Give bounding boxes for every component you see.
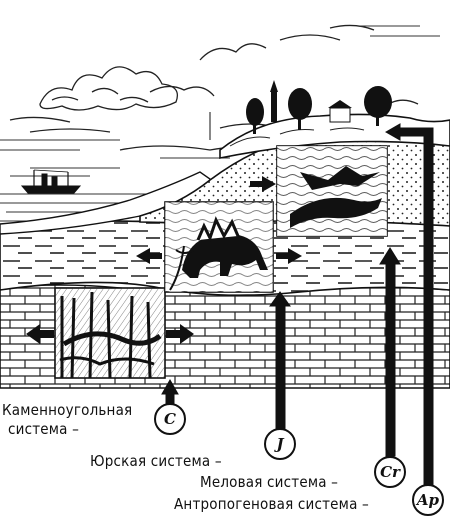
carboniferous-window — [54, 287, 166, 379]
label-carboniferous-line2: система – — [8, 420, 80, 438]
sky-lines — [0, 25, 440, 177]
outflow-arrows — [26, 176, 302, 344]
label-anthropogene: Антропогеновая система – — [174, 495, 369, 513]
symbol-carboniferous: C — [154, 403, 186, 435]
label-jurassic: Юрская система – — [90, 452, 222, 470]
label-cretaceous: Меловая система – — [200, 473, 339, 491]
symbol-anthropogene: Ap — [412, 484, 444, 516]
sea-surface — [0, 193, 180, 222]
jurassic-window — [164, 201, 274, 293]
mosasaur — [290, 197, 382, 228]
label-carboniferous-line1: Каменноугольная — [2, 401, 133, 419]
hilltop-trees — [209, 80, 392, 140]
pteranodon — [300, 166, 380, 190]
symbol-jurassic: J — [264, 428, 296, 460]
cretaceous-window — [276, 145, 388, 237]
symbol-cretaceous: Cr — [374, 456, 406, 488]
steamship — [20, 169, 82, 194]
stegosaurus — [182, 233, 268, 278]
